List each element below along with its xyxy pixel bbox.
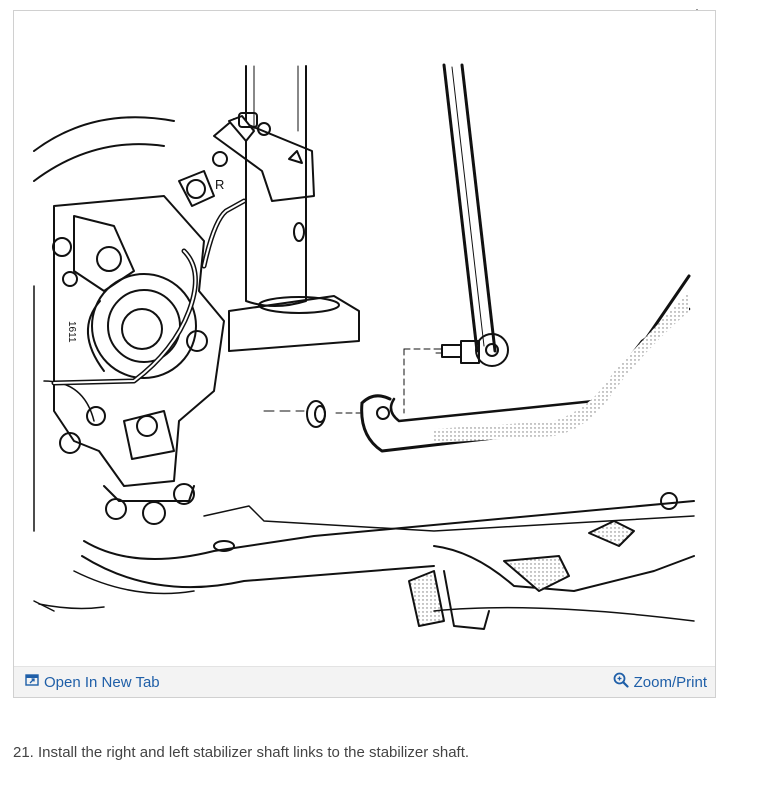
figure-toolbar: Open In New Tab Zoom/Print <box>14 666 715 697</box>
open-in-new-tab-link[interactable]: Open In New Tab <box>25 672 160 692</box>
hub-mark: 1611 <box>66 321 77 343</box>
figure-card: R 1611 <box>13 10 716 698</box>
open-in-new-tab-label: Open In New Tab <box>44 673 160 691</box>
stabilizer-link-illustration: R 1611 <box>14 11 715 666</box>
zoom-magnifier-icon <box>613 672 629 692</box>
zoom-print-link[interactable]: Zoom/Print <box>613 672 707 692</box>
zoom-print-label: Zoom/Print <box>633 673 707 691</box>
procedure-step-text: 21. Install the right and left stabilize… <box>13 744 470 761</box>
open-new-tab-icon <box>25 673 39 691</box>
knuckle-letter: R <box>215 177 224 192</box>
